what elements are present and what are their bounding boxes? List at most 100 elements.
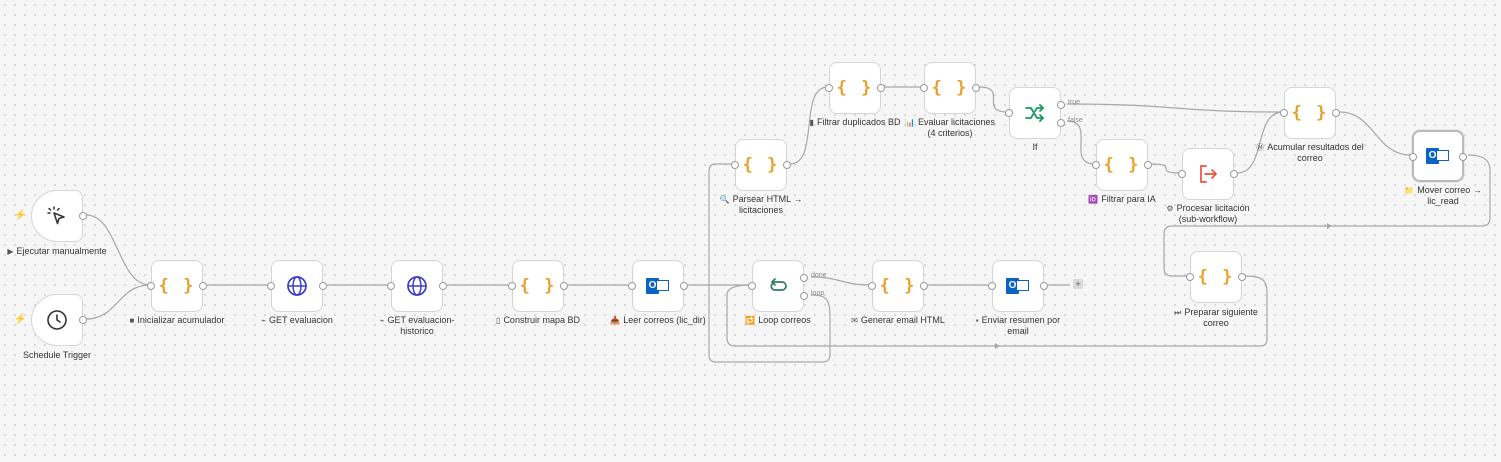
input-handle[interactable]	[1409, 153, 1417, 161]
node-acumular-resultados[interactable]: { }	[1280, 87, 1340, 139]
add-node-button[interactable]: +	[1073, 279, 1083, 289]
input-handle[interactable]	[1178, 170, 1186, 178]
output-handle[interactable]	[1238, 273, 1246, 281]
code-icon: { }	[1103, 155, 1141, 175]
node-label: ■Inicializar acumulador	[129, 315, 225, 325]
node-label: If	[1032, 142, 1038, 152]
outlook-icon: O	[1006, 276, 1030, 296]
output-handle[interactable]	[319, 282, 327, 290]
node-label: ⚙Procesar licitación (sub-workflow)	[1166, 203, 1250, 224]
output-handle-loop[interactable]	[800, 292, 808, 300]
output-handle[interactable]	[199, 282, 207, 290]
code-icon: { }	[1291, 103, 1329, 123]
trigger-bolt-icon: ⚡	[14, 210, 27, 221]
output-handle[interactable]	[439, 282, 447, 290]
input-handle[interactable]	[731, 161, 739, 169]
node-procesar-licitacion[interactable]	[1178, 148, 1238, 200]
node-mover-correo[interactable]: O	[1409, 130, 1467, 182]
node-label: 🔍Parsear HTML → licitaciones	[719, 194, 803, 215]
node-ejecutar-manualmente[interactable]	[31, 190, 87, 242]
node-leer-correos[interactable]: O	[628, 260, 688, 312]
node-get-evaluacion-historico[interactable]	[387, 260, 447, 312]
input-handle[interactable]	[1186, 273, 1194, 281]
output-handle[interactable]	[1459, 153, 1467, 161]
node-label: 📊Evaluar licitaciones (4 criterios)	[904, 117, 995, 138]
output-handle[interactable]	[920, 282, 928, 290]
node-label: ▶Ejecutar manualmente	[7, 246, 107, 256]
input-handle[interactable]	[1280, 109, 1288, 117]
node-filtrar-para-ia[interactable]: { }	[1092, 139, 1152, 191]
input-handle[interactable]	[387, 282, 395, 290]
port-label-done: done	[811, 272, 827, 279]
node-evaluar-licitaciones[interactable]: { }	[920, 62, 980, 114]
input-handle[interactable]	[868, 282, 876, 290]
globe-icon	[407, 276, 427, 296]
output-handle[interactable]	[783, 161, 791, 169]
input-handle[interactable]	[825, 84, 833, 92]
input-handle[interactable]	[988, 282, 996, 290]
input-handle[interactable]	[1005, 109, 1013, 117]
node-loop-correos[interactable]: done loop	[748, 260, 827, 312]
outlook-icon: O	[646, 276, 670, 296]
node-label: 🆔Filtrar para IA	[1088, 194, 1156, 204]
output-handle[interactable]	[680, 282, 688, 290]
port-label-true: true	[1068, 99, 1081, 106]
node-preparar-siguiente[interactable]: { }	[1186, 251, 1246, 303]
node-label: ▮Filtrar duplicados BD	[809, 117, 901, 127]
node-generar-email-html[interactable]: { }	[868, 260, 928, 312]
code-icon: { }	[742, 155, 780, 175]
node-label: ⌁GET evaluacion-historico	[379, 315, 455, 336]
node-get-evaluacion[interactable]	[267, 260, 327, 312]
node-label: 📥Leer correos (lic_dir)	[610, 315, 706, 325]
node-construir-mapa-bd[interactable]: { }	[508, 260, 568, 312]
output-handle[interactable]	[79, 212, 87, 220]
output-handle-done[interactable]	[800, 274, 808, 282]
input-handle[interactable]	[628, 282, 636, 290]
output-handle[interactable]	[79, 316, 87, 324]
connection-true	[1066, 103, 1284, 113]
input-handle[interactable]	[508, 282, 516, 290]
connection-schedule-init	[85, 284, 151, 320]
output-handle[interactable]	[877, 84, 885, 92]
input-handle[interactable]	[920, 84, 928, 92]
outlook-icon: O	[1426, 146, 1450, 166]
arrow-marker	[995, 343, 1000, 349]
output-handle[interactable]	[1230, 170, 1238, 178]
node-label: 🔁Loop correos	[745, 315, 811, 325]
code-icon: { }	[931, 78, 969, 98]
output-handle-false[interactable]	[1057, 119, 1065, 127]
globe-icon	[287, 276, 307, 296]
subworkflow-icon	[1200, 165, 1217, 183]
output-handle[interactable]	[1144, 161, 1152, 169]
code-icon: { }	[836, 78, 874, 98]
node-parsear-html[interactable]: { }	[731, 139, 791, 191]
output-handle[interactable]	[1040, 282, 1048, 290]
input-handle[interactable]	[267, 282, 275, 290]
node-schedule-trigger[interactable]	[31, 294, 87, 346]
port-label-false: false	[1068, 117, 1083, 124]
input-handle[interactable]	[147, 282, 155, 290]
branch-icon	[1025, 104, 1044, 122]
output-handle[interactable]	[972, 84, 980, 92]
output-handle[interactable]	[560, 282, 568, 290]
node-label: ⏭Preparar siguiente correo	[1174, 307, 1258, 328]
node-enviar-resumen[interactable]: O	[988, 260, 1048, 312]
node-label: ⌁GET evaluacion	[261, 315, 333, 325]
node-filtrar-duplicados[interactable]: { }	[825, 62, 885, 114]
node-inicializar-acumulador[interactable]: { }	[147, 260, 207, 312]
code-icon: { }	[1197, 267, 1235, 287]
node-label: Schedule Trigger	[22, 350, 92, 360]
connection	[1150, 163, 1182, 174]
code-icon: { }	[158, 276, 196, 296]
node-label: ▯Construir mapa BD	[496, 315, 580, 325]
input-handle[interactable]	[1092, 161, 1100, 169]
output-handle-true[interactable]	[1057, 101, 1065, 109]
output-handle[interactable]	[1332, 109, 1340, 117]
connection	[978, 86, 1009, 113]
input-handle[interactable]	[748, 282, 756, 290]
node-if[interactable]: true false	[1005, 87, 1083, 139]
arrow-marker	[1327, 223, 1332, 229]
